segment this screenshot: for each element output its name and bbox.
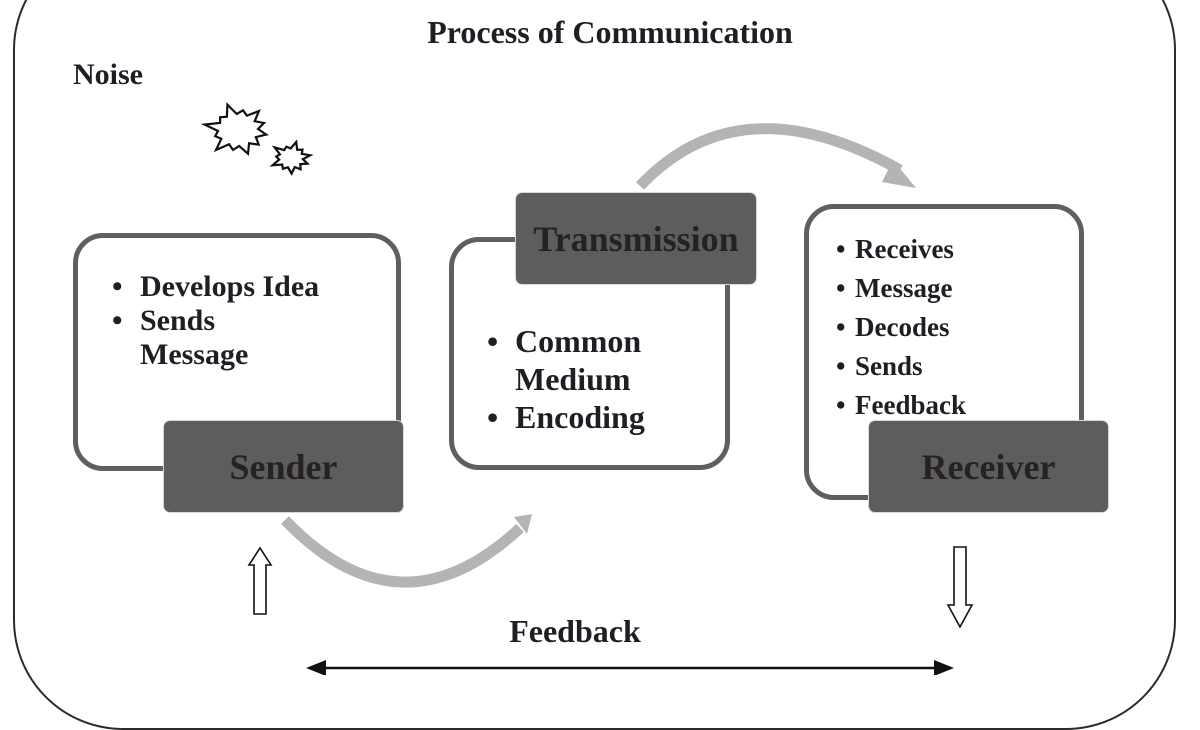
- bullet-dot: •: [836, 234, 846, 264]
- bullet-text: Decodes: [855, 312, 950, 342]
- bullet-dot: •: [112, 304, 123, 337]
- bullet-text: Common: [515, 323, 642, 359]
- transmission-bullet-encoding: • Encoding: [487, 398, 645, 436]
- diagram-title: Process of Communication: [427, 14, 793, 50]
- bullet-text: Receives: [855, 234, 954, 264]
- bullet-text: Encoding: [515, 399, 645, 435]
- bullet-text: Feedback: [855, 390, 966, 420]
- noise-label: Noise: [73, 58, 143, 91]
- sender-bullets: • Develops Idea • Sends Message: [112, 270, 319, 372]
- bullet-dot: •: [487, 323, 499, 359]
- bullet-dot: •: [836, 273, 846, 303]
- sender-label-box: Sender: [164, 421, 403, 512]
- bullet-text: Message: [140, 338, 249, 371]
- bullet-text: Message: [855, 273, 953, 303]
- bullet-dot: •: [836, 351, 846, 381]
- bullet-dot: •: [836, 312, 846, 342]
- transmission-label-box: Transmission: [516, 193, 756, 284]
- receiver-bullet: • Sends: [836, 347, 966, 386]
- bullet-text: Sends: [140, 304, 216, 337]
- bullet-dot: •: [836, 390, 846, 420]
- bullet-dot: •: [487, 399, 499, 435]
- sender-bullet-develops-idea: • Develops Idea: [112, 270, 319, 304]
- transmission-label: Transmission: [533, 218, 739, 259]
- receiver-label: Receiver: [921, 446, 1056, 487]
- receiver-bullets: • Receives • Message • Decodes • Sends • Feed…: [836, 230, 966, 425]
- transmission-bullet-common-medium: • Common Medium: [487, 322, 645, 398]
- receiver-bullet: • Receives: [836, 230, 966, 269]
- sender-bullet-sends-message: • Sends Message: [112, 304, 319, 372]
- sender-label: Sender: [229, 446, 338, 487]
- transmission-bullets: • Common Medium • Encoding: [487, 322, 645, 436]
- receiver-bullet: • Decodes: [836, 308, 966, 347]
- bullet-text: Sends: [855, 351, 923, 381]
- bullet-dot: •: [112, 270, 123, 303]
- feedback-label: Feedback: [509, 613, 641, 649]
- receiver-bullet: • Feedback: [836, 386, 966, 425]
- receiver-label-box: Receiver: [869, 421, 1108, 512]
- receiver-bullet: • Message: [836, 269, 966, 308]
- bullet-text: Medium: [515, 361, 631, 397]
- bullet-text: Develops Idea: [140, 270, 320, 303]
